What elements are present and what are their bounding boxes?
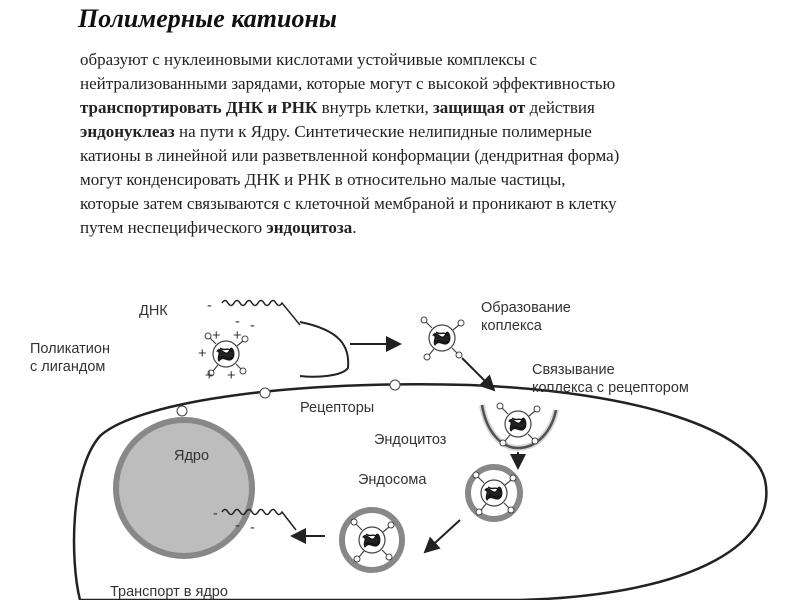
label-binding-1: Связывание [532,362,615,378]
label-polycation-2: с лигандом [30,359,105,375]
dna2-minus-2: - [235,518,240,534]
label-receptors: Рецепторы [300,400,374,416]
complex-bound [496,402,541,447]
label-endocytosis: Эндоцитоз [374,432,447,448]
label-polycation-1: Поликатион [30,341,110,357]
label-dna: ДНК [139,303,168,319]
receptor-markers [176,379,401,417]
para-line-4-text: на пути к Ядру. Синтетические нелипидные… [174,122,592,141]
para-line-4: эндонуклеаз на пути к Ядру. Синтетически… [80,120,785,144]
para-line-8-text-1: путем неспецифического [80,218,267,237]
para-line-1: образуют с нуклеиновыми кислотами устойч… [80,50,537,69]
label-binding-2: коплекса с рецептором [532,380,689,396]
para-line-7: которые затем связываются с клеточной ме… [80,194,617,213]
para-line-3: транспортировать ДНК и РНК внутрь клетки… [80,96,785,120]
dna2-minus-3: - [250,520,255,536]
dna-strand [221,299,301,326]
arrow-to-binding [461,357,496,392]
para-line-8-text-2: . [352,218,357,237]
dna-to-nucleus [221,508,297,531]
description-paragraph: образуют с нуклеиновыми кислотами устойч… [80,48,785,240]
para-line-3-text-1: внутрь клетки, [317,98,433,117]
membrane-pit [480,404,558,450]
page-title: Полимерные катионы [78,4,337,33]
label-transport: Транспорт в ядро [110,584,228,600]
dna-minus-2: - [235,314,240,330]
label-nucleus: Ядро [174,448,209,464]
label-endosome: Эндосома [358,472,427,488]
arrow-to-release [423,519,461,554]
para-line-6: могут конденсировать ДНК и РНК в относит… [80,170,566,189]
combine-bracket [299,321,350,378]
dna-minus-3: - [250,318,255,334]
pc-plus-2: + [233,328,241,344]
pc-plus-4: + [227,368,235,384]
pc-plus-5: + [198,346,206,362]
label-complex-1: Образование [481,300,571,316]
bold-protecting: защищая от [432,98,526,117]
receptor-2 [259,387,271,399]
complex-release [350,518,395,563]
nucleus [113,417,255,559]
label-complex-2: коплекса [481,318,543,334]
bold-endonucleases: эндонуклеаз [80,122,175,141]
para-line-5: катионы в линейной или разветвленной кон… [80,146,620,165]
pc-plus-1: + [212,328,220,344]
para-line-2: нейтрализованными зарядами, которые могу… [80,74,616,93]
bold-endocytosis: эндоцитоза [266,218,353,237]
complex-endosome [472,471,517,516]
complex-formed [420,316,465,361]
para-line-8: путем неспецифического эндоцитоза. [80,216,785,240]
endosome [465,464,523,522]
receptor-1 [176,405,188,417]
bold-transport: транспортировать ДНК и РНК [80,98,318,117]
cell-membrane [72,382,768,600]
release-vesicle [339,507,405,573]
dna-minus-1: - [207,298,212,314]
receptor-3 [389,379,401,391]
dna2-minus-1: - [213,506,218,522]
para-line-3-text-2: действия [525,98,595,117]
pc-plus-3: + [205,368,213,384]
